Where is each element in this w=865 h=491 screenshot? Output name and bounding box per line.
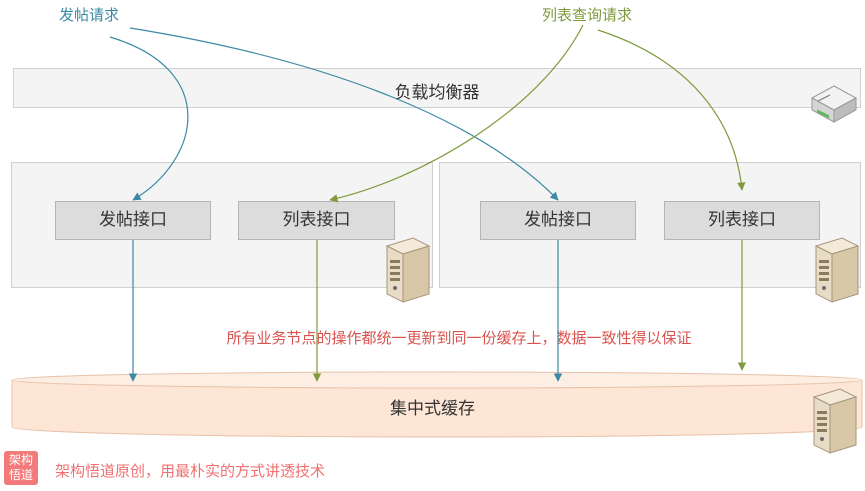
list-api-box-node-1: 列表接口 <box>238 201 395 240</box>
server-icon <box>385 237 431 303</box>
post-flow-to-node-2 <box>129 27 559 201</box>
post-api-box-node-1: 发帖接口 <box>55 201 211 240</box>
list-api-box-node-2: 列表接口 <box>664 201 820 240</box>
server-icon <box>814 237 860 303</box>
list-flow-to-node-1 <box>329 24 584 203</box>
consistency-note: 所有业务节点的操作都统一更新到同一份缓存上，数据一致性得以保证 <box>226 329 692 347</box>
post-request-label: 发帖请求 <box>59 6 120 24</box>
list-flow-to-node-2 <box>597 29 746 191</box>
server-icon <box>812 388 858 454</box>
footer-text: 架构悟道原创，用最朴实的方式讲透技术 <box>55 462 326 480</box>
brand-logo-line-2: 悟道 <box>8 468 33 482</box>
brand-logo-line-1: 架构 <box>8 453 33 467</box>
list-request-label: 列表查询请求 <box>542 6 633 24</box>
load-balancer: 负载均衡器 <box>13 68 861 108</box>
post-flow-to-node-1 <box>109 36 189 201</box>
cache-label: 集中式缓存 <box>390 399 475 419</box>
load-balancer-label: 负载均衡器 <box>394 83 480 103</box>
post-api-box-node-2: 发帖接口 <box>480 201 636 240</box>
brand-logo: 架构 悟道 <box>4 451 38 485</box>
switch-icon <box>810 85 858 123</box>
